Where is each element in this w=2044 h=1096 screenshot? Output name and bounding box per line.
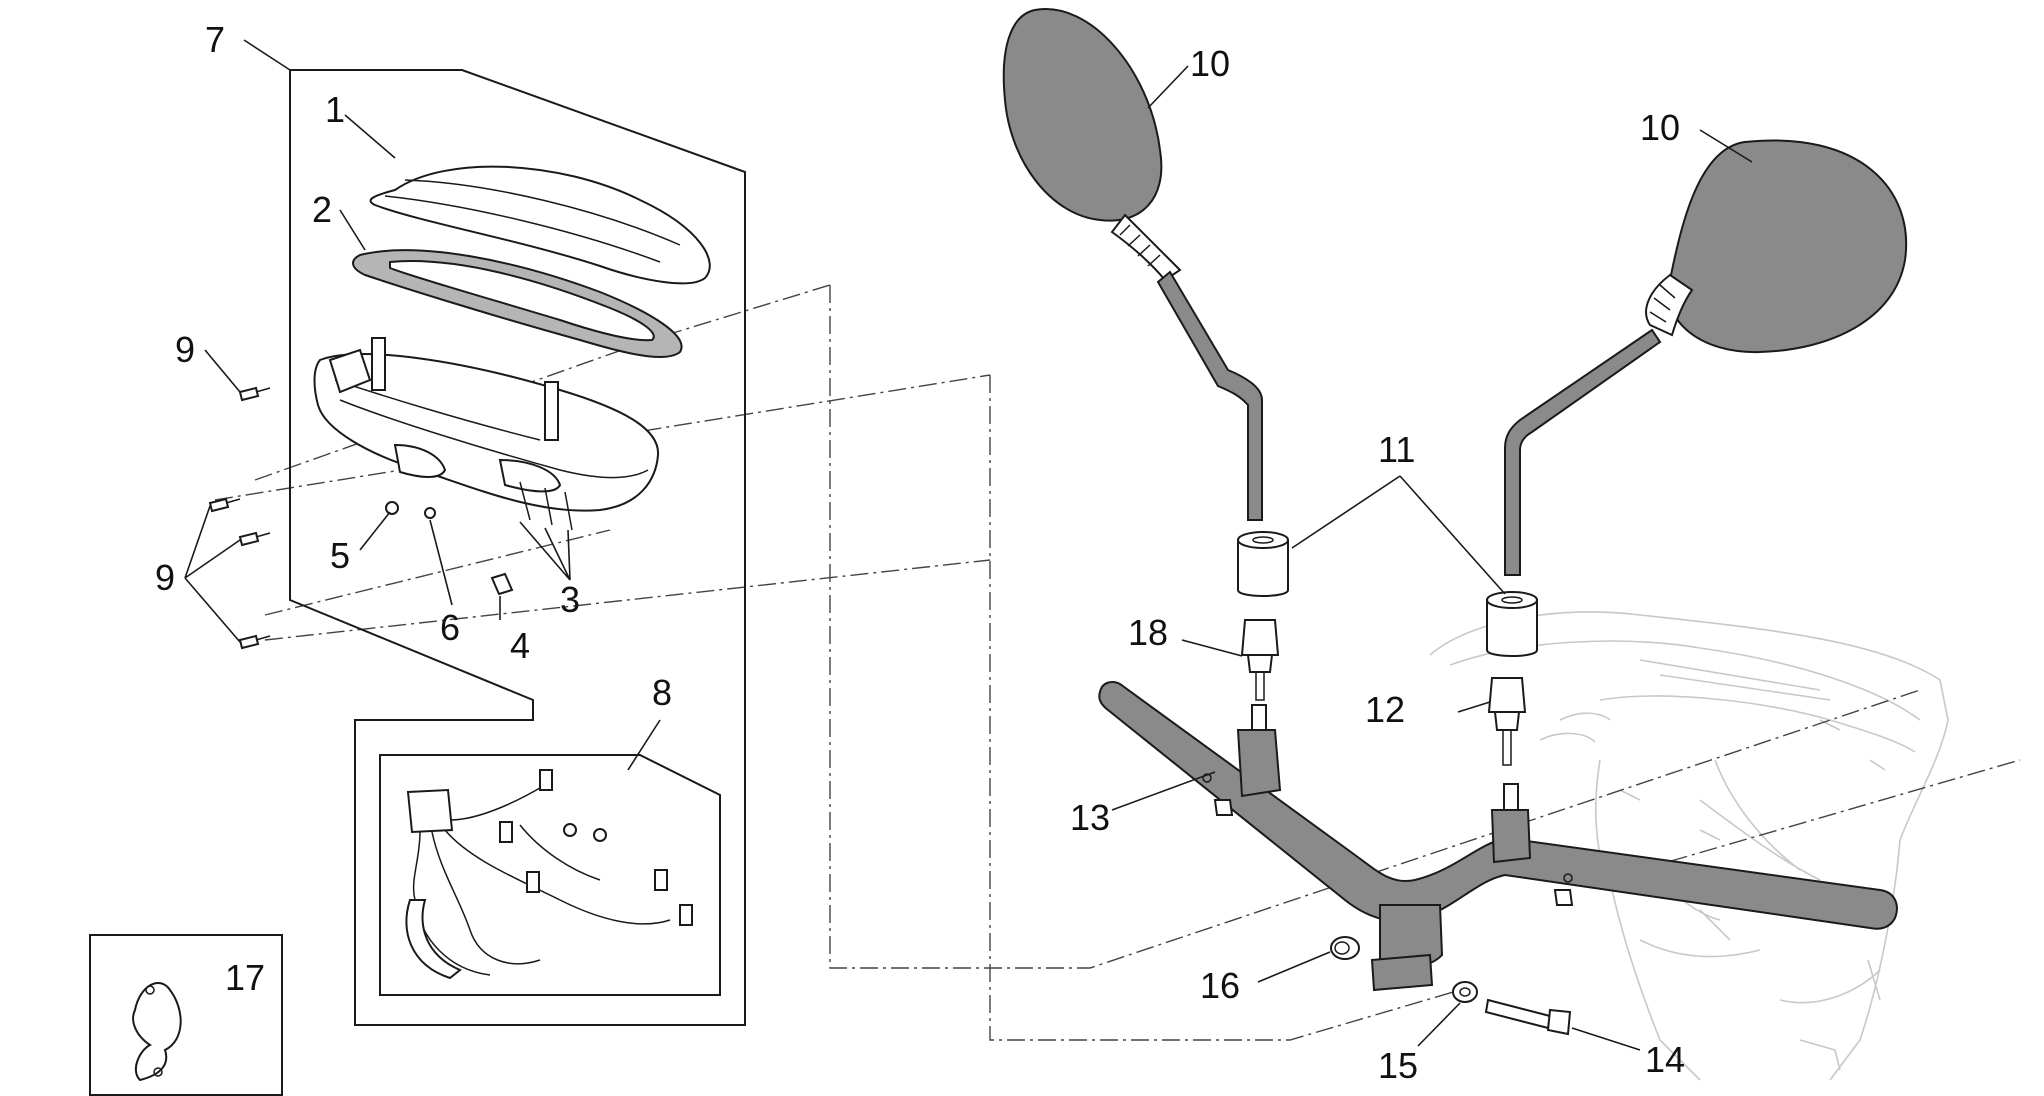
part-12-adapter — [1487, 677, 1527, 766]
parts-5-6-4-bulbs — [385, 501, 514, 596]
callout-8: 8 — [652, 672, 672, 713]
callout-10-left: 10 — [1190, 43, 1230, 84]
callout-9-top: 9 — [175, 329, 195, 370]
part-17-clip-box — [89, 934, 283, 1096]
callout-2: 2 — [312, 189, 332, 230]
part-15-washer — [1452, 981, 1478, 1003]
callout-15: 15 — [1378, 1045, 1418, 1086]
part-10-right-mirror — [1504, 139, 1908, 576]
leader-lines — [184, 39, 1753, 1051]
callout-3: 3 — [560, 579, 580, 620]
callout-13: 13 — [1070, 797, 1110, 838]
callout-17: 17 — [225, 957, 265, 998]
part-8-wiring-harness — [379, 754, 721, 996]
part-14-bolt — [1484, 998, 1572, 1036]
instrument-housing — [313, 337, 660, 531]
callout-7: 7 — [205, 19, 225, 60]
callout-labels: 7 1 2 9 9 5 6 4 3 8 17 10 10 11 18 12 13… — [155, 19, 1685, 1086]
callout-12: 12 — [1365, 689, 1405, 730]
part-2-gasket — [352, 249, 683, 358]
callout-9-bottom: 9 — [155, 557, 175, 598]
part-10-left-mirror — [1002, 8, 1263, 521]
callout-16: 16 — [1200, 965, 1240, 1006]
callout-11: 11 — [1378, 429, 1415, 470]
callout-6: 6 — [440, 607, 460, 648]
part-11-bushings — [1237, 531, 1538, 657]
callout-4: 4 — [510, 625, 530, 666]
callout-18: 18 — [1128, 612, 1168, 653]
callout-14: 14 — [1645, 1039, 1685, 1080]
callout-1: 1 — [325, 89, 345, 130]
part-13-handlebar — [1098, 681, 1898, 992]
part-18-adapter — [1240, 619, 1280, 701]
group-7-outline — [289, 69, 746, 1026]
callout-5: 5 — [330, 535, 350, 576]
callout-10-right: 10 — [1640, 107, 1680, 148]
part-1-lens — [369, 165, 711, 285]
part-9-screws — [208, 386, 271, 650]
part-16-plug — [1330, 936, 1360, 960]
